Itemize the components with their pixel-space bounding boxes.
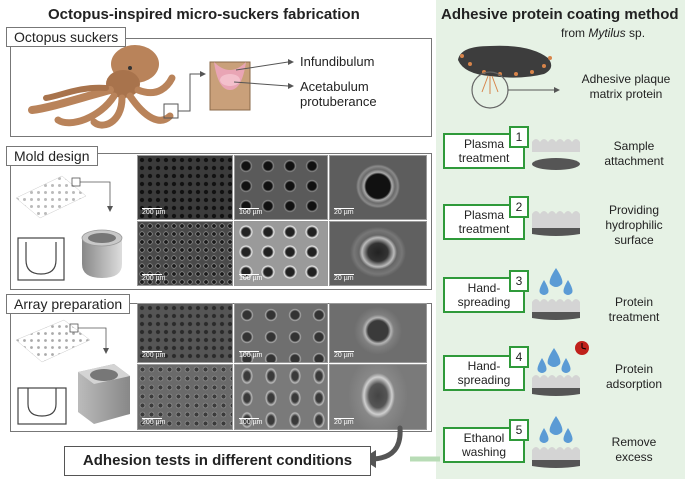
- array-schematic: [15, 319, 130, 425]
- mold-sem-image-4: 200 µm: [137, 221, 233, 286]
- left-title: Octopus-inspired micro-suckers fabricati…: [48, 6, 360, 23]
- mold-sem-image-3: 20 µm: [329, 155, 427, 220]
- step-5-number: 5: [509, 419, 529, 441]
- array-sem-image-5: 100 µm: [234, 364, 328, 430]
- step-3-number: 3: [509, 270, 529, 292]
- mold-tag: Mold design: [6, 146, 98, 166]
- step-2-number: 2: [509, 196, 529, 218]
- array-sem-image-2: 100 µm: [234, 303, 328, 363]
- array-sem-image-3: 20 µm: [329, 303, 427, 363]
- step-1-number: 1: [509, 126, 529, 148]
- curved-arrow: [362, 425, 440, 468]
- scale-label: 200 µm: [142, 275, 166, 282]
- step-1-icon: [532, 139, 580, 170]
- mold-sem-image-2: 100 µm: [234, 155, 328, 220]
- scale-label: 200 µm: [142, 419, 166, 426]
- array-sem-image-6: 20 µm: [329, 364, 427, 430]
- scale-label: 20 µm: [334, 352, 354, 359]
- scale-label: 100 µm: [239, 419, 263, 426]
- scale-label: 100 µm: [239, 352, 263, 359]
- array-sem-image-4: 200 µm: [137, 364, 233, 430]
- step-3-box: Hand-spreading: [443, 277, 525, 313]
- scale-label: 200 µm: [142, 352, 166, 359]
- step-4-number: 4: [509, 346, 529, 368]
- mold-schematic: [15, 175, 123, 281]
- scale-label: 20 µm: [334, 275, 354, 282]
- adhesion-tests-label: Adhesion tests in different conditions: [64, 446, 371, 476]
- label-infundibulum: Infundibulum: [300, 54, 375, 69]
- step-4-icon: [532, 341, 589, 396]
- octopus-illustration: [28, 45, 294, 129]
- array-sem-image-1: 200 µm: [137, 303, 233, 363]
- array-tag: Array preparation: [6, 294, 131, 314]
- step-3-icon: [532, 268, 580, 320]
- step-5-icon: [532, 416, 580, 468]
- scale-label: 100 µm: [239, 275, 263, 282]
- label-acetabulum: Acetabulum protuberance: [300, 79, 377, 109]
- scale-label: 200 µm: [142, 209, 166, 216]
- octopus-tag: Octopus suckers: [6, 27, 127, 47]
- mold-sem-image-6: 20 µm: [329, 221, 427, 286]
- right-subtitle: from Mytilus sp.: [561, 26, 646, 40]
- mold-sem-image-1: 200 µm: [137, 155, 233, 220]
- scale-label: 20 µm: [334, 419, 354, 426]
- step-4-box: Hand-spreading: [443, 355, 525, 391]
- mussel-illustration: [458, 45, 560, 109]
- mold-sem-image-5: 100 µm: [234, 221, 328, 286]
- scale-label: 20 µm: [334, 209, 354, 216]
- scale-label: 100 µm: [239, 209, 263, 216]
- right-title: Adhesive protein coating method: [441, 6, 679, 23]
- step-2-icon: [532, 211, 580, 236]
